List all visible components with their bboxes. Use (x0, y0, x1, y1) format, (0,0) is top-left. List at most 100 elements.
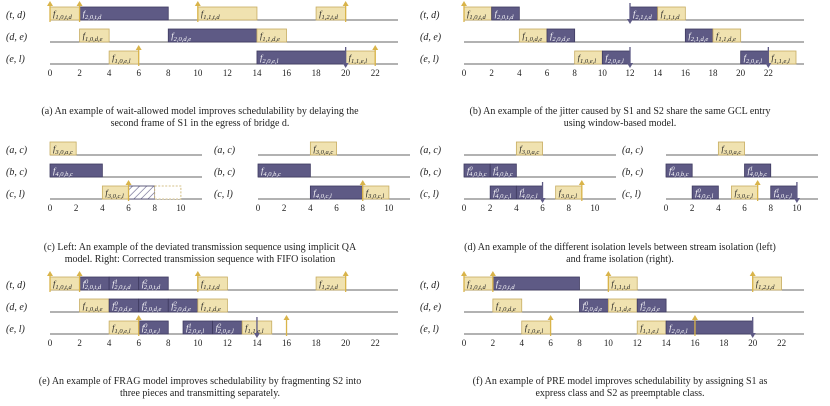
arrow-up-icon (76, 271, 83, 276)
tick-label: 0 (48, 338, 53, 348)
arrow-up-icon (547, 315, 554, 320)
arrow-down-icon (749, 333, 756, 338)
frame-label: f1,1,e,l (640, 323, 659, 336)
tick-label: 22 (371, 338, 380, 348)
tick-label: 2 (491, 338, 496, 348)
tick-label: 0 (256, 203, 261, 213)
panel-c-right-row-label: (c, l) (214, 189, 234, 200)
frame-label: f3,0,a,c (53, 144, 73, 157)
tick-label: 2 (690, 203, 695, 213)
arrow-down-icon (627, 63, 633, 68)
arrow-up-icon (372, 45, 379, 50)
tick-label: 20 (341, 338, 351, 348)
tick-label: 2 (77, 68, 82, 78)
frame-bar (691, 185, 719, 200)
tick-label: 22 (371, 68, 380, 78)
panel-caption: (e) An example of FRAG model improves sc… (39, 376, 361, 387)
arrow-up-icon (359, 180, 366, 185)
tick-label: 6 (540, 203, 545, 213)
panel-f-row-label: (d, e) (420, 302, 442, 313)
arrow-up-icon (691, 315, 698, 320)
panel-e-row-label: (e, l) (6, 324, 26, 335)
frame-label: f3,0,c,l (105, 188, 124, 201)
frame-bar (717, 141, 745, 156)
frame-label: f3,0,a,c (519, 144, 539, 157)
panel-b-row-label: (t, d) (420, 10, 440, 21)
frame-label: f1,2,t,d (319, 279, 339, 292)
tick-label: 4 (517, 68, 522, 78)
panel-e-row-label: (t, d) (6, 280, 26, 291)
tick-label: 8 (152, 203, 157, 213)
panel-c-right-row-label: (b, c) (214, 167, 236, 178)
tick-label: 2 (282, 203, 287, 213)
frame-label: f1,0,e,l (578, 53, 597, 66)
tick-label: 10 (590, 203, 600, 213)
frame-bar (138, 276, 169, 291)
panel-b-row-label: (e, l) (420, 54, 440, 65)
tick-label: 10 (384, 203, 394, 213)
panel-d-right-row-label: (c, l) (622, 189, 642, 200)
frame-bar (515, 141, 543, 156)
tick-label: 14 (662, 338, 672, 348)
tick-label: 20 (748, 338, 758, 348)
tick-label: 0 (462, 338, 467, 348)
frame-label: f2,1,t,d (633, 9, 653, 22)
tick-label: 8 (166, 68, 171, 78)
frame-label: f2,0,d,e (171, 31, 191, 44)
frame-label: f1,0,d,e (83, 301, 103, 314)
tick-label: 16 (282, 338, 292, 348)
tick-label: 6 (548, 338, 553, 348)
tick-label: 18 (312, 338, 322, 348)
panel-d-left-row-label: (c, l) (420, 189, 440, 200)
tick-label: 6 (126, 203, 131, 213)
frame-bar (744, 163, 772, 178)
tick-label: 4 (107, 68, 112, 78)
frame-label: f1,1,t,d (201, 9, 221, 22)
tick-label: 8 (360, 203, 365, 213)
frame-label: f2,0,t,d (496, 279, 516, 292)
tick-label: 10 (176, 203, 186, 213)
tick-label: 10 (598, 68, 608, 78)
tick-label: 18 (312, 68, 322, 78)
tick-label: 18 (719, 338, 729, 348)
arrow-up-icon (342, 271, 349, 276)
arrow-down-icon (765, 63, 772, 68)
tick-label: 2 (489, 68, 494, 78)
arrow-up-icon (283, 315, 290, 320)
panel-f-row-label: (t, d) (420, 280, 440, 291)
arrow-down-icon (342, 63, 349, 68)
tick-label: 12 (223, 338, 232, 348)
tick-label: 10 (193, 338, 203, 348)
frame-label: f2,0,e,l (260, 53, 279, 66)
panel-caption: model. Right: Corrected transmission seq… (65, 254, 336, 265)
panel-a-row-label: (t, d) (6, 10, 26, 21)
tick-label: 4 (514, 203, 519, 213)
arrow-down-icon (627, 19, 633, 24)
arrow-up-icon (461, 271, 467, 276)
tick-label: 10 (193, 68, 203, 78)
frame-label: f2,0,d,e (550, 31, 570, 44)
tick-label: 22 (764, 68, 773, 78)
tick-label: 22 (777, 338, 786, 348)
frame-bar (154, 185, 182, 200)
frame-label: f1,0,t,d (467, 279, 487, 292)
arrow-up-icon (754, 180, 761, 185)
tick-label: 2 (77, 338, 82, 348)
tick-label: 6 (742, 203, 747, 213)
tick-label: 6 (545, 68, 550, 78)
frame-bar (546, 28, 576, 43)
arrow-up-icon (578, 180, 585, 185)
panel-d-right-row-label: (a, c) (622, 145, 644, 156)
tick-label: 4 (308, 203, 313, 213)
tick-label: 14 (653, 68, 663, 78)
panel-c-left-row-label: (c, l) (6, 189, 26, 200)
panel-d-right-row-label: (b, c) (622, 167, 644, 178)
frame-label: f2,1,d,e (688, 31, 708, 44)
